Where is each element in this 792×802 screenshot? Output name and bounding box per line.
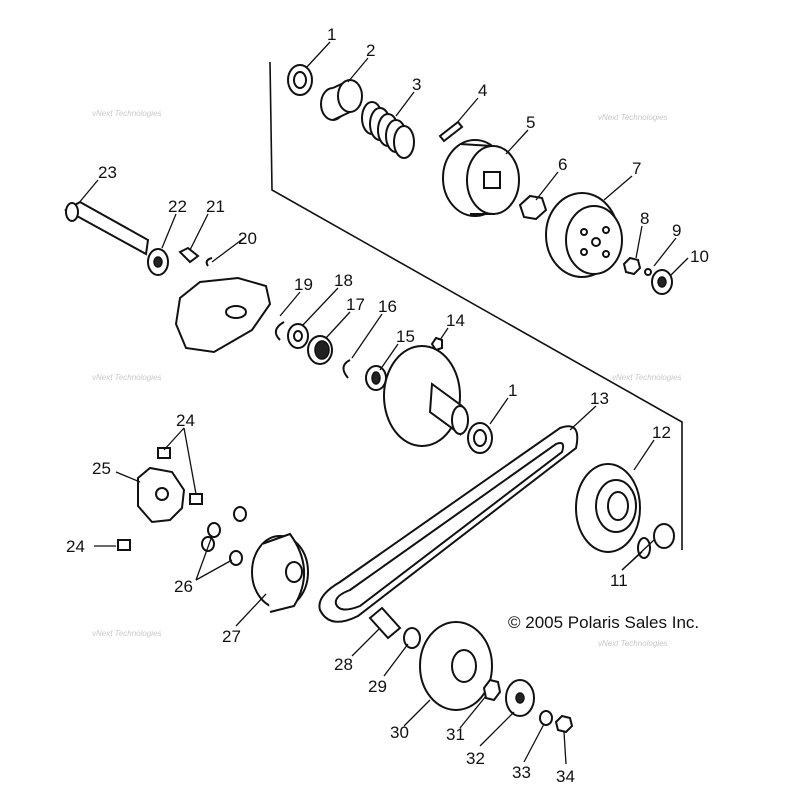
watermark: vNext Technologies: [92, 373, 162, 382]
callout-20: 20: [238, 229, 257, 248]
callout-25: 25: [92, 459, 111, 478]
callout-32: 32: [466, 749, 485, 768]
callout-34: 34: [556, 767, 575, 786]
part-24-slider: [117, 539, 131, 551]
part-6-nut: [518, 194, 548, 221]
callout-27: 27: [222, 627, 241, 646]
part-18-seal: [287, 323, 309, 349]
part-16-snap-ring: [342, 359, 351, 379]
part-24-slider: [189, 493, 203, 505]
callout-29: 29: [368, 677, 387, 696]
leader-lines: [77, 41, 689, 765]
callout-33: 33: [512, 763, 531, 782]
part-3-spring: [361, 101, 415, 159]
callout-18: 18: [334, 271, 353, 290]
part-23-shaft: [63, 200, 150, 256]
callout-13: 13: [590, 389, 609, 408]
part-30-fan: [419, 621, 493, 711]
part-7-clutch-drum: [545, 192, 623, 278]
callout-30: 30: [390, 723, 409, 742]
callout-9: 9: [672, 221, 681, 240]
part-20-clip: [205, 257, 213, 267]
part-29-washer: [403, 627, 421, 649]
callout-21: 21: [206, 197, 225, 216]
callout-6: 6: [558, 155, 567, 174]
callout-19: 19: [294, 275, 313, 294]
callout-1: 1: [327, 25, 336, 44]
watermark: vNext Technologies: [598, 639, 668, 648]
part-27-drive-face: [251, 532, 309, 613]
part-22-bearing: [147, 248, 169, 276]
part-25-variator-plate: [137, 466, 186, 524]
part-9-washer: [644, 268, 652, 276]
part-10-bearing: [651, 269, 673, 295]
part-19-snap-ring: [274, 321, 285, 341]
part-32-pulley-half: [505, 679, 535, 717]
callout-5: 5: [526, 113, 535, 132]
part-1-seal: [467, 422, 493, 454]
part-31-starter: [482, 678, 502, 702]
callout-7: 7: [632, 159, 641, 178]
callout-28: 28: [334, 655, 353, 674]
callout-2: 2: [366, 41, 375, 60]
callout-10: 10: [690, 247, 709, 266]
part-21-bolt: [178, 246, 200, 264]
callout-15: 15: [396, 327, 415, 346]
part-13-belt: [318, 425, 579, 623]
part-33-washer: [539, 710, 553, 726]
part-5-clutch: [442, 139, 520, 217]
part-1-seal: [287, 64, 313, 96]
watermarks: vNext Technologies vNext Technologies vN…: [92, 109, 682, 648]
part-28-bushing: [368, 606, 402, 640]
part-24-slider: [157, 447, 171, 459]
part-11-washers: [637, 523, 675, 559]
watermark: vNext Technologies: [92, 109, 162, 118]
assembly-frame: [269, 61, 683, 550]
watermark: vNext Technologies: [598, 113, 668, 122]
part-15-bearing: [365, 365, 387, 391]
watermark: vNext Technologies: [92, 629, 162, 638]
callout-4: 4: [478, 81, 487, 100]
callout-12: 12: [652, 423, 671, 442]
part-8-nut: [622, 256, 642, 276]
part-2-bushing: [320, 78, 363, 121]
callout-24: 24: [66, 537, 85, 556]
callout-11: 11: [610, 571, 628, 590]
callout-23: 23: [98, 163, 117, 182]
part-26-rollers: [201, 506, 247, 566]
callout-14: 14: [446, 311, 465, 330]
part-12-pulley: [575, 463, 641, 553]
callout-22: 22: [168, 197, 187, 216]
callout-31: 31: [446, 725, 465, 744]
callout-3: 3: [412, 75, 421, 94]
part-4-pin: [438, 120, 464, 143]
driven-pulley: [383, 345, 469, 447]
part-17-bearing: [307, 335, 333, 365]
callout-17: 17: [346, 295, 365, 314]
callout-labels: 1 2 3 4 5 6 7 8 9 10 1 11 12 13 14 15 16…: [66, 25, 709, 786]
watermark: vNext Technologies: [612, 373, 682, 382]
callout-16: 16: [378, 297, 397, 316]
cover-plate: [174, 276, 272, 354]
callout-1: 1: [508, 381, 517, 400]
callout-26: 26: [174, 577, 193, 596]
copyright-notice: © 2005 Polaris Sales Inc.: [508, 613, 699, 632]
callout-24: 24: [176, 411, 195, 430]
callout-8: 8: [640, 209, 649, 228]
part-34-nut: [554, 714, 574, 734]
